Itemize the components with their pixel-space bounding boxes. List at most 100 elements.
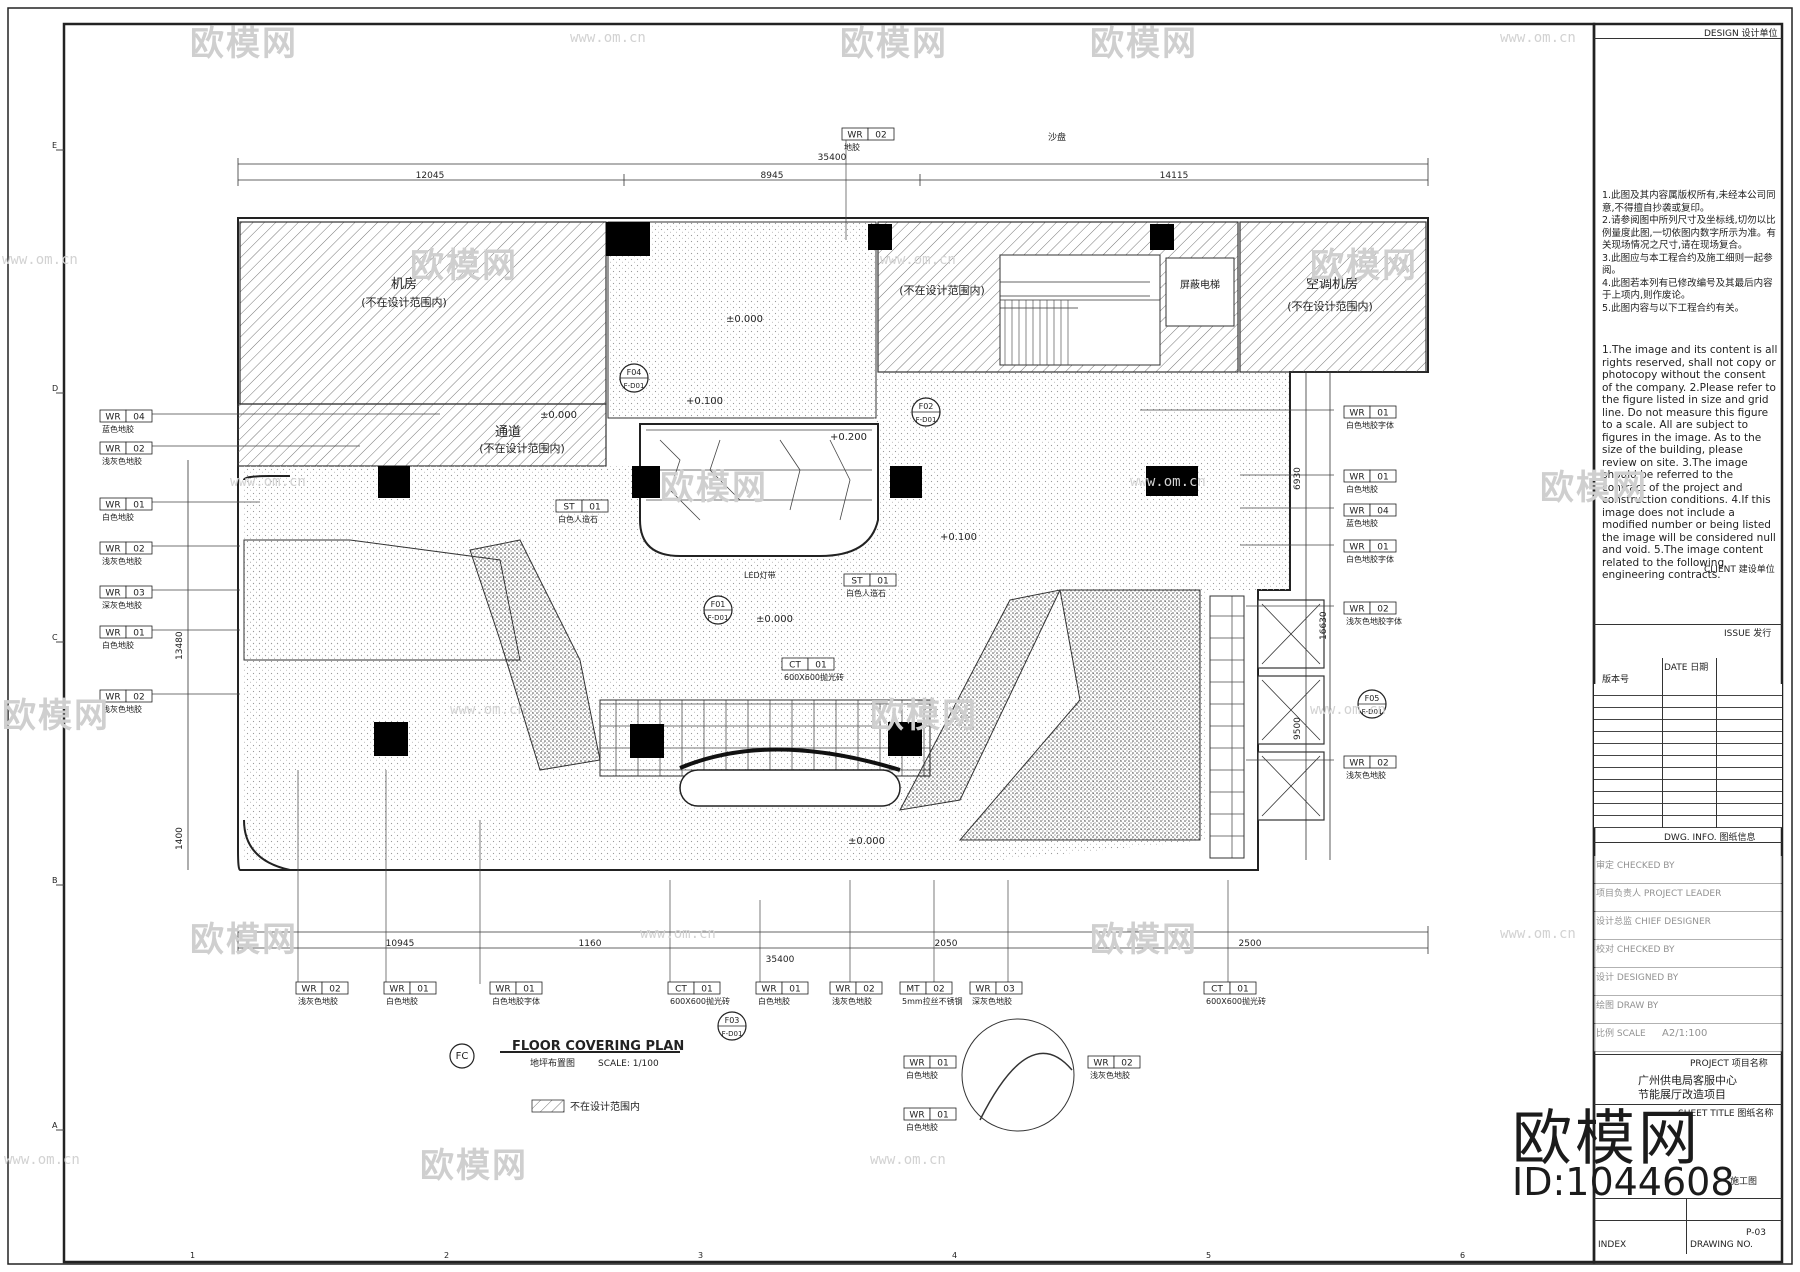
tag-bottom-no: 01 [523,985,534,995]
project-name-1: 广州供电局客服中心 [1638,1074,1737,1087]
watermark-logo: 欧模网 [190,24,298,64]
level-mark: ±0.000 [848,836,885,847]
svg-text:D: D [52,384,58,393]
svg-text:3: 3 [698,1251,703,1260]
tag-left-text: 深灰色地胶 [102,600,142,610]
tag-left-code: WR [105,545,120,555]
tag-center-code: CT [789,661,801,671]
tag-left-no-box [125,689,153,703]
watermark-url: www.om.cn [2,252,78,268]
svg-text:2: 2 [444,1251,449,1260]
tag-detail-no: 02 [1121,1059,1132,1069]
ref-bubble-sheet: F-D01 [708,614,729,622]
tag-right-no: 02 [1377,605,1388,615]
ref-bubble-sheet: F-D01 [722,1030,743,1038]
title-block: DESIGN 设计单位 1.此图及其内容属版权所有,未经本公司同意,不得擅自抄袭… [1594,24,1782,1262]
watermark-url: www.om.cn [450,702,526,718]
watermark-logo: 欧模网 [2,696,110,736]
tag-left-no: 02 [133,545,144,555]
tag-bottom-no: 02 [863,985,874,995]
ref-bubble-id: F02 [919,402,934,411]
tag-left-no-box [125,409,153,423]
notes-en: 1.The image and its content is all right… [1602,344,1778,581]
tag-bottom-code: WR [975,985,990,995]
dwg-info: DWG. INFO. 图纸信息 [1664,833,1756,843]
plan-title-cn: 地坪布置图 [530,1057,575,1069]
dim-total-bottom: 35400 [766,955,795,965]
tag-bottom-no-box [693,981,721,995]
tag-left-text: 白色地胶 [102,512,134,522]
tag-bottom-code: WR [761,985,776,995]
room-label-aisle: 通道 [495,425,521,440]
svg-text:A: A [52,1121,58,1130]
tag-right-no-box [1369,539,1397,553]
room-label-scope: (不在设计范围内) [1287,299,1373,313]
issue-label: ISSUE 发行 [1724,629,1772,639]
project-name-2: 节能展厅改造项目 [1638,1088,1726,1101]
dim-left: 1400 [175,827,185,850]
watermark-url: www.om.cn [880,252,956,268]
room-label-machine: 机房 [391,276,417,292]
watermark-big-logo: 欧模网 [1512,1104,1701,1174]
plan-scale: SCALE: 1/100 [598,1059,659,1069]
tag-center-no-box [807,657,835,671]
level-mark: ±0.000 [540,410,577,421]
watermark-url: www.om.cn [230,474,306,490]
tag-center-no: 01 [815,661,826,671]
tag-left-code: WR [105,629,120,639]
watermark-logo: 欧模网 [410,246,518,286]
tag-bottom-no-box [321,981,349,995]
tag-bottom-no: 02 [933,985,944,995]
tag-bottom-text: 5mm拉丝不锈钢 [902,996,963,1006]
svg-text:1: 1 [190,1251,195,1260]
tag-bottom-text: 深灰色地胶 [972,996,1012,1006]
watermark-logo: 欧模网 [190,920,298,960]
tag-bottom-no-box [409,981,437,995]
dim-top: 8945 [761,171,784,181]
tag-right-no: 04 [1377,507,1389,517]
plan-title-tag: FC [456,1051,469,1062]
tag-detail-text: 白色地胶 [906,1122,938,1132]
tag-left-no: 01 [133,629,144,639]
tag-left-code: WR [105,445,120,455]
drawing-no-label: DRAWING NO. [1690,1240,1753,1250]
rev-label: 版本号 [1602,675,1630,685]
tag-left-text: 蓝色地胶 [102,424,134,434]
tag-left-code: WR [105,693,120,703]
tag-right-no-box [1369,469,1397,483]
tag-bottom-code: CT [1211,985,1223,995]
tag-left-no-box [125,441,153,455]
tag-detail-text: 浅灰色地胶 [1090,1070,1130,1080]
date-label: DATE 日期 [1664,663,1709,673]
watermark-url: www.om.cn [4,1152,80,1168]
tag-detail-code: WR [909,1059,924,1069]
tag-bottom-code: WR [301,985,316,995]
tag-right-no: 01 [1377,409,1388,419]
watermark-url: www.om.cn [1500,926,1576,942]
ref-bubble-id: F01 [711,600,726,609]
tag-left-code: WR [105,501,120,511]
tag-center-code: ST [563,503,575,513]
level-mark: +0.200 [830,432,867,443]
tag-bottom-text: 600X600抛光砖 [670,996,730,1006]
level-mark: ±0.000 [756,614,793,625]
tag-detail-no-box [1113,1055,1141,1069]
tag-bottom-no: 01 [417,985,428,995]
drawing-no: P-03 [1746,1228,1766,1238]
tag-bottom-text: 浅灰色地胶 [832,996,872,1006]
svg-text:C: C [52,633,58,642]
svg-text:5: 5 [1206,1251,1211,1260]
tag-right-no-box [1369,503,1397,517]
tag-right-no: 01 [1377,473,1388,483]
machine-room-hatch [239,221,607,405]
notes-cn: 1.此图及其内容属版权所有,未经本公司同意,不得擅自抄袭或复印。 2.请参阅图中… [1602,190,1777,314]
legend-label: 不在设计范围内 [570,1100,640,1113]
tag-detail-code: WR [909,1111,924,1121]
level-mark: +0.100 [940,532,977,543]
watermark-logo: 欧模网 [1540,468,1648,508]
tag-bottom-no-box [995,981,1023,995]
tag-bottom-text: 白色地胶 [758,996,790,1006]
tag-top-no: 02 [875,131,886,141]
tag-bottom-text: 白色地胶字体 [492,996,540,1006]
